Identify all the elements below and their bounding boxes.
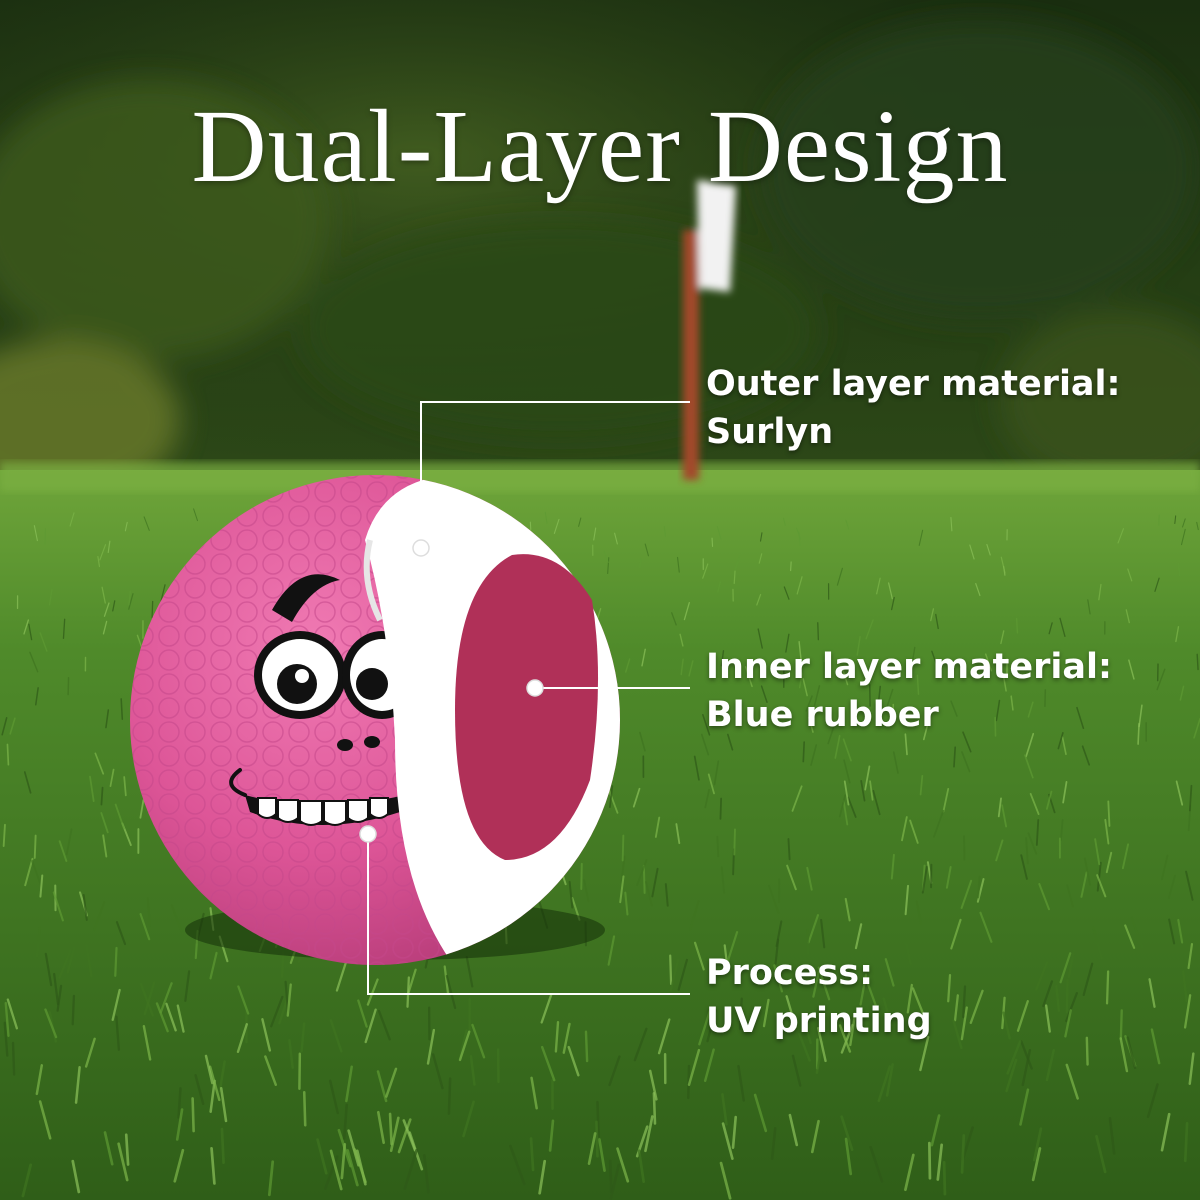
callout-process-value: UV printing [706, 1001, 932, 1041]
callout-process: Process: UV printing [706, 949, 932, 1045]
callout-inner-layer: Inner layer material: Blue rubber [706, 643, 1112, 739]
callout-outer-layer-title: Outer layer material: [706, 364, 1121, 404]
callout-outer-layer-value: Surlyn [706, 412, 834, 452]
pin-flag-icon [683, 180, 736, 480]
callout-inner-layer-title: Inner layer material: [706, 647, 1113, 687]
leader-lines [367, 401, 690, 995]
headline: Dual-Layer Design [191, 89, 1009, 204]
callout-outer-layer: Outer layer material: Surlyn [706, 360, 1121, 456]
callout-inner-layer-value: Blue rubber [706, 695, 939, 735]
leader-dots [359, 539, 544, 843]
inner-layer-core [455, 554, 599, 860]
callout-process-title: Process: [706, 953, 874, 993]
